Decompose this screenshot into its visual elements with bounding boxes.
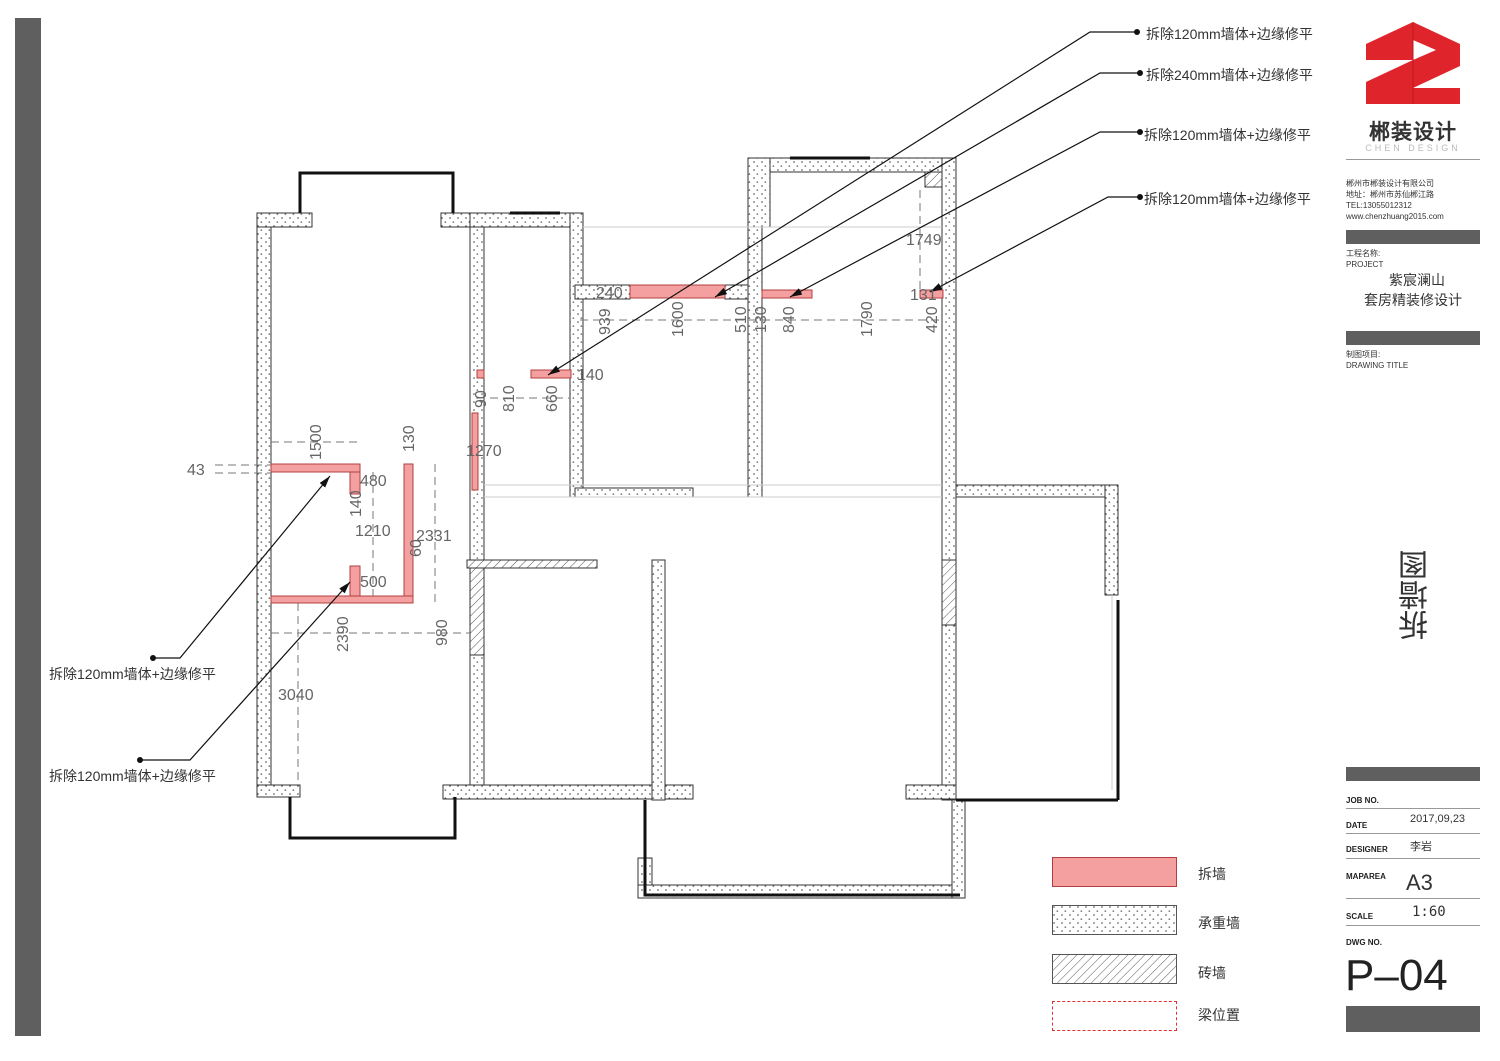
dim-label: 140 bbox=[348, 490, 365, 517]
job-no-label: JOB NO. bbox=[1346, 796, 1379, 805]
dwg-no-value: P–04 bbox=[1345, 951, 1448, 1000]
dim-label: 43 bbox=[187, 462, 205, 479]
dim-label: 130 bbox=[401, 425, 418, 452]
dim-label: 2390 bbox=[335, 616, 352, 652]
legend-label: 砖墙 bbox=[1198, 965, 1226, 981]
company-website: www.chenzhuang2015.com bbox=[1346, 212, 1444, 221]
dim-label: 240 bbox=[596, 285, 623, 302]
dim-label: 660 bbox=[544, 385, 561, 412]
annotation-top-4: 拆除120mm墙体+边缘修平 bbox=[1144, 191, 1311, 207]
dim-label: 480 bbox=[360, 473, 387, 490]
legend-swatch-beam bbox=[1052, 1001, 1177, 1031]
annotation-top-3: 拆除120mm墙体+边缘修平 bbox=[1144, 127, 1311, 143]
logo-subtitle: CHEN DESIGN bbox=[1365, 143, 1461, 153]
dim-label: 2331 bbox=[416, 528, 452, 545]
legend-swatch-demolish bbox=[1052, 857, 1177, 887]
project-name-line1: 紫宸澜山 bbox=[1389, 272, 1445, 288]
dim-label: 939 bbox=[597, 308, 614, 335]
dim-label: 1749 bbox=[906, 232, 942, 249]
annotation-top-2: 拆除240mm墙体+边缘修平 bbox=[1146, 67, 1313, 83]
designer-value: 李岩 bbox=[1410, 841, 1432, 853]
dim-label: 60 bbox=[408, 539, 425, 557]
dim-label: 1270 bbox=[466, 443, 502, 460]
legend-swatch-brick bbox=[1052, 954, 1177, 984]
dim-label: 3040 bbox=[278, 687, 314, 704]
dim-label: 1600 bbox=[670, 301, 687, 337]
dim-label: 840 bbox=[781, 306, 798, 333]
scale-label: SCALE bbox=[1346, 912, 1374, 921]
divider-bar bbox=[1346, 767, 1480, 781]
legend-swatch-bearing bbox=[1052, 905, 1177, 935]
annotation-left-1: 拆除120mm墙体+边缘修平 bbox=[49, 666, 216, 682]
maparea-value: A3 bbox=[1406, 870, 1433, 895]
leader-lines bbox=[140, 31, 1140, 761]
bearing-walls bbox=[256, 157, 1119, 899]
dim-label: 140 bbox=[577, 367, 604, 384]
dim-label: 131 bbox=[910, 287, 937, 304]
dim-label: 130 bbox=[753, 306, 770, 333]
divider-bar bbox=[1346, 230, 1480, 244]
project-name-line2: 套房精装修设计 bbox=[1364, 292, 1462, 308]
company-info: 郴州市郴装设计有限公司 地址：郴州市苏仙郴江路 TEL:13055012312 … bbox=[1346, 178, 1480, 222]
dim-label: 1790 bbox=[859, 301, 876, 337]
divider-bar bbox=[1346, 331, 1480, 345]
logo-icon bbox=[1366, 22, 1460, 104]
date-label: DATE bbox=[1346, 821, 1368, 830]
dim-label: 980 bbox=[434, 619, 451, 646]
scale-value: 1:60 bbox=[1412, 904, 1446, 920]
dim-label: 810 bbox=[501, 385, 518, 412]
legend-label: 拆墙 bbox=[1198, 866, 1226, 882]
windows bbox=[288, 156, 1120, 897]
left-border-bar bbox=[15, 18, 41, 1036]
project-label-cn: 工程名称: bbox=[1346, 249, 1381, 258]
dwg-no-label: DWG NO. bbox=[1346, 938, 1382, 947]
brick-walls bbox=[466, 171, 957, 656]
annotation-left-2: 拆除120mm墙体+边缘修平 bbox=[49, 768, 216, 784]
dim-label: 90 bbox=[473, 390, 490, 408]
company-address: 地址：郴州市苏仙郴江路 bbox=[1346, 190, 1434, 199]
project-label-en: PROJECT bbox=[1346, 260, 1384, 269]
legend-label: 梁位置 bbox=[1198, 1007, 1240, 1023]
drawing-title: 拆墙图 bbox=[1400, 550, 1433, 640]
drawing-label-cn: 制图项目: bbox=[1346, 350, 1381, 359]
dim-label: 420 bbox=[924, 306, 941, 333]
dim-label: 500 bbox=[360, 574, 387, 591]
company-name: 郴州市郴装设计有限公司 bbox=[1346, 179, 1434, 188]
legend-label: 承重墙 bbox=[1198, 915, 1240, 931]
dim-label: 1210 bbox=[355, 523, 391, 540]
logo-name: 郴装设计 bbox=[1369, 121, 1457, 144]
bottom-bar bbox=[1346, 1006, 1480, 1032]
date-value: 2017,09,23 bbox=[1410, 813, 1466, 825]
drawing-label-en: DRAWING TITLE bbox=[1346, 361, 1409, 370]
annotation-top-1: 拆除120mm墙体+边缘修平 bbox=[1146, 26, 1313, 42]
company-tel: TEL:13055012312 bbox=[1346, 201, 1412, 210]
dim-label: 1500 bbox=[308, 424, 325, 460]
dim-label: 510 bbox=[733, 306, 750, 333]
designer-label: DESIGNER bbox=[1346, 845, 1388, 854]
maparea-label: MAPAREA bbox=[1346, 872, 1386, 881]
